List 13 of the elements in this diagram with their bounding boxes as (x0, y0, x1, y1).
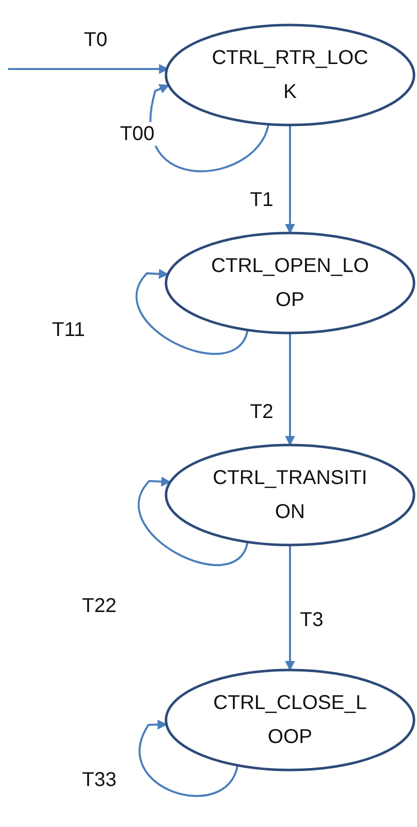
arrow (138, 476, 249, 566)
state-name: CTRL_CLOSE_LOOP (212, 691, 368, 750)
arrow (285, 545, 295, 671)
arrow (136, 268, 249, 355)
state-name: CTRL_OPEN_LOOP (210, 254, 370, 313)
arrow (8, 64, 169, 74)
arrow (150, 84, 270, 172)
arrow (285, 333, 295, 446)
edge-label: T00 (118, 122, 156, 146)
state-name: CTRL_TRANSITION (212, 466, 368, 525)
arrow (138, 720, 239, 797)
state-name: CTRL_RTR_LOCK (210, 46, 370, 105)
arrow (285, 125, 295, 234)
